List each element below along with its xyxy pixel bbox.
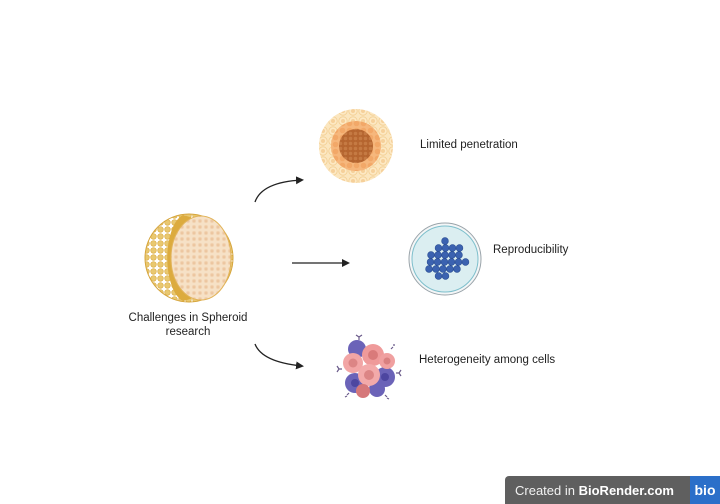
blue-cell [433, 258, 442, 266]
branch-label-reproducibility: Reproducibility [493, 244, 569, 256]
blue-cell [441, 251, 449, 259]
petri-dish-cells-icon [408, 222, 482, 296]
biorender-logo-icon: bio [690, 476, 720, 504]
blue-cell [441, 237, 449, 245]
blue-cell [448, 251, 456, 259]
arrow-to-heterogeneity [254, 343, 304, 370]
arrow-to-limited-penetration [254, 176, 304, 203]
blue-cell [426, 258, 435, 266]
center-label-line1: Challenges in Spheroid [128, 312, 248, 324]
blue-cell [446, 265, 454, 273]
watermark-text: Created in BioRender.com [505, 483, 674, 498]
arrows [254, 176, 304, 370]
blue-cell [455, 251, 463, 259]
watermark-prefix: Created in [515, 482, 575, 498]
blue-cell [441, 244, 450, 252]
biorender-watermark[interactable]: Created in BioRender.com bio [505, 476, 720, 504]
blue-cell [455, 244, 464, 252]
blue-cell [453, 265, 461, 273]
arrow-to-reproducibility [292, 259, 350, 267]
blue-cell [447, 258, 456, 266]
blue-cell [448, 244, 457, 252]
blue-cell [441, 272, 450, 280]
blue-cell [440, 258, 449, 266]
blue-cell [434, 244, 443, 252]
spheroid-cross-section-icon [144, 213, 234, 303]
center-label: Challenges in Spheroid research [118, 311, 258, 339]
center-label-line2: research [165, 326, 211, 338]
blue-cell [461, 258, 470, 266]
watermark-brand: BioRender.com [578, 482, 674, 498]
blue-cell [425, 265, 433, 273]
blue-cell [434, 251, 442, 259]
blue-cell [432, 265, 440, 273]
mixed-cell-cluster-icon [336, 334, 402, 400]
blue-cell [427, 251, 435, 259]
blue-cell [454, 258, 463, 266]
branch-label-heterogeneity: Heterogeneity among cells [419, 354, 556, 366]
layered-spheroid-icon [319, 109, 393, 183]
blue-cell [434, 272, 443, 280]
blue-cell [439, 265, 447, 273]
branch-label-limited-penetration: Limited penetration [420, 139, 518, 151]
